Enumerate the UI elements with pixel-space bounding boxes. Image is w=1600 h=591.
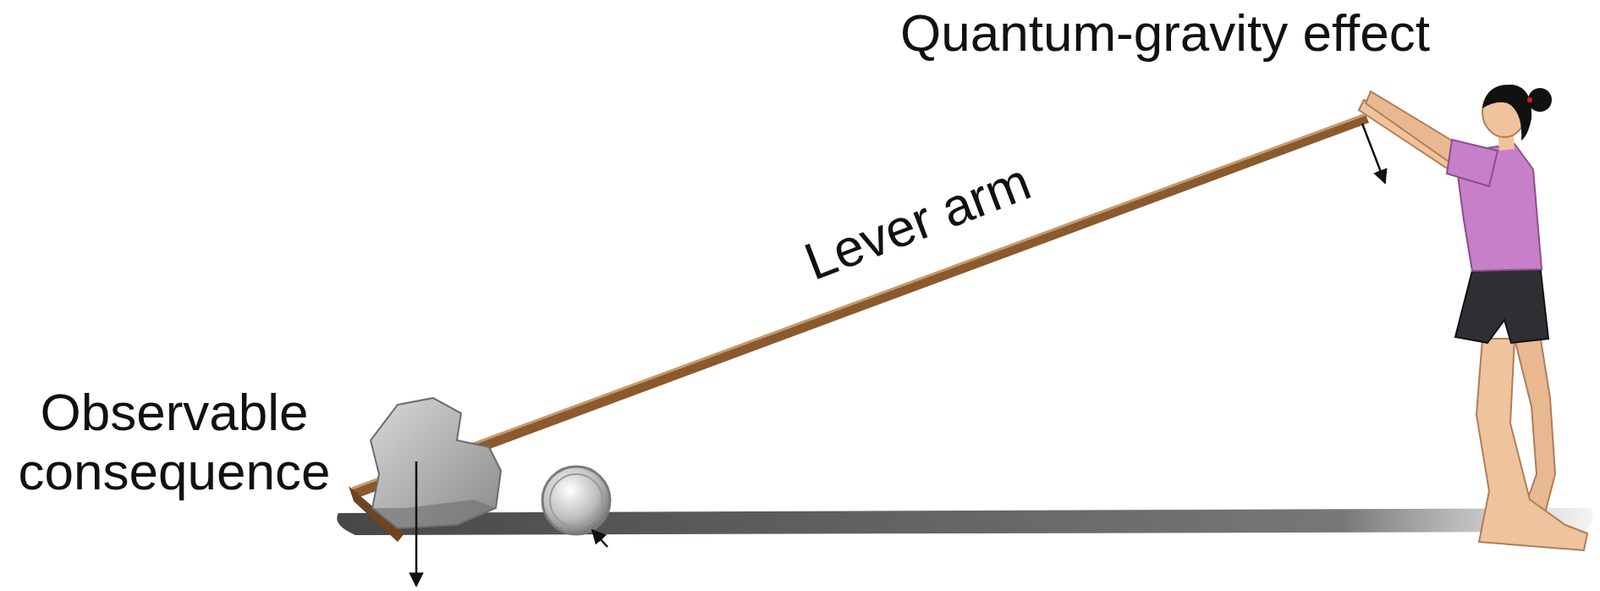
fulcrum-arrow: [592, 529, 608, 547]
woman-figure: [1358, 84, 1588, 550]
ground-shadow: [336, 507, 1594, 535]
consequence-label: Observable consequence: [3, 382, 346, 501]
fulcrum-ring: [549, 473, 603, 527]
fulcrum-ball: [542, 466, 611, 534]
lever-label: Lever arm: [797, 151, 1040, 292]
down-force-arrow: [415, 461, 418, 586]
lever-highlight: [351, 114, 1366, 489]
effect-label: Quantum-gravity effect: [900, 3, 1430, 63]
lever-plank: [351, 114, 1370, 499]
rock-shade: [372, 499, 496, 528]
rock: [370, 397, 501, 528]
push-force-arrow: [1362, 123, 1386, 183]
